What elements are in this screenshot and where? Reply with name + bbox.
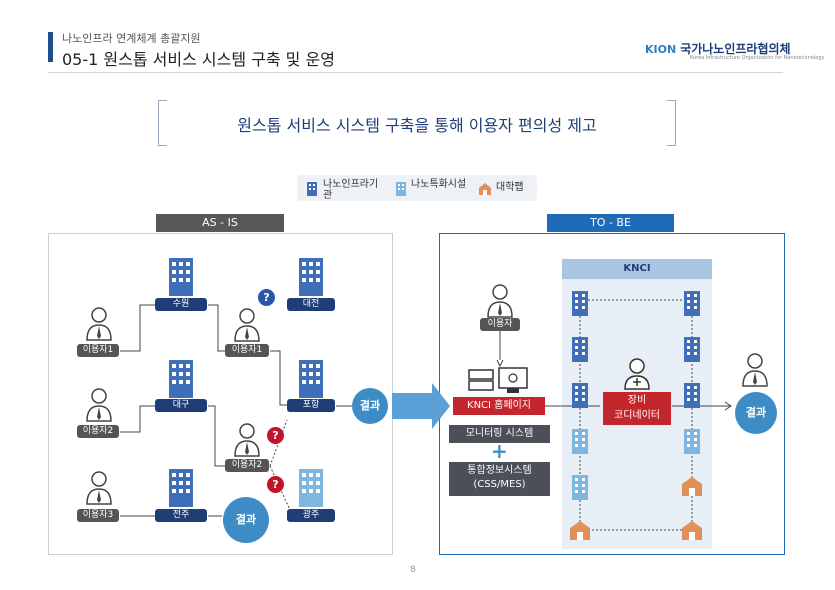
arrow-user-homepage [496,359,504,368]
knci-header: KNCI [562,259,712,279]
mid-user-badge-2: 이용자2 [225,459,269,472]
building-navy-icon [684,383,700,408]
main-title: 원스톱 서비스 시스템 구축을 통해 이용자 편의성 제고 [237,116,597,135]
building-navy-icon [169,360,193,398]
person-icon [487,284,513,318]
right-bracket [667,100,676,146]
person-icon [86,388,112,422]
legend-label-nano-facility: 나노특화시설 [411,179,467,190]
result-circle-jeonju: 결과 [223,497,269,543]
logo-subtitle: Korea Infrastructure Organization for Na… [690,55,825,61]
person-icon [742,353,768,387]
monitoring-system-box: 모니터링 시스템 [449,425,550,443]
line-user1-suwon [120,304,155,352]
mid-user-badge-1: 이용자1 [225,344,269,357]
logo-name: 국가나노인프라협의체 [680,42,791,56]
header-accent-bar [48,32,53,62]
user-badge-2: 이용자2 [77,425,119,438]
building-orange-icon [682,521,702,540]
line-user1b-pohang [270,350,287,406]
knci-homepage-box: KNCI 홈페이지 [453,397,545,415]
building-lightblue-icon [572,475,588,500]
tab-tobe: TO - BE [547,214,674,232]
building-navy-icon [299,360,323,398]
tab-asis: AS - IS [156,214,284,232]
legend-label-nano-infra: 나노인프라기관 [323,179,379,201]
building-navy-icon [169,469,193,507]
tobe-user-badge: 이용자 [480,318,520,331]
plus-icon: + [491,439,508,463]
question-icon: ? [267,427,284,444]
building-navy-icon [572,291,588,316]
building-orange-icon [479,183,491,195]
node-jeonju: 전주 [155,509,207,522]
header-subtitle: 나노인프라 연계체계 총괄지원 [62,32,201,45]
integrated-system-box: 통합정보시스템 (CSS/MES) [449,462,550,496]
person-icon [234,423,260,457]
building-navy-icon [684,337,700,362]
building-lightblue-icon [684,429,700,454]
line-daegu-user2b [208,405,225,467]
person-icon [234,308,260,342]
main-title-box: 원스톱 서비스 시스템 구축을 통해 이용자 편의성 제고 [158,100,676,146]
legend: 나노인프라기관 나노특화시설 대학팹 [297,175,537,201]
building-navy-icon [299,258,323,296]
legend-label-univ-fab: 대학팹 [496,182,524,193]
left-bracket [158,100,167,146]
building-lightblue-icon [299,469,323,507]
building-lightblue-icon [396,182,406,196]
node-daegu: 대구 [155,399,207,412]
coordinator-line2: 코디네이터 [614,410,660,421]
person-icon [86,307,112,341]
logo-mark: KION [645,43,677,56]
coordinator-person-icon [624,358,650,390]
user-badge-1: 이용자1 [77,344,119,357]
integrated-system-line2: (CSS/MES) [473,479,526,490]
result-circle-pohang: 결과 [352,388,388,424]
building-navy-icon [572,383,588,408]
building-lightblue-icon [572,429,588,454]
tobe-result-circle: 결과 [735,392,777,434]
line-suwon-user1b [208,304,225,352]
node-daejeon: 대전 [287,298,335,311]
user-badge-3: 이용자3 [77,509,119,522]
building-navy-icon [169,258,193,296]
building-navy-icon [684,291,700,316]
building-navy-icon [572,337,588,362]
arrow-to-result [724,401,732,411]
coordinator-line1: 장비 [627,395,647,406]
building-navy-icon [307,182,317,196]
question-icon: ? [258,289,275,306]
building-orange-icon [682,477,702,496]
node-pohang: 포항 [287,399,335,412]
transition-arrow [392,383,450,429]
equipment-coordinator-box: 장비 코디네이터 [603,392,671,425]
building-orange-icon [570,521,590,540]
server-monitor-icon [468,367,528,393]
node-gwangju: 광주 [287,509,335,522]
node-suwon: 수원 [155,298,207,311]
question-icon: ? [267,476,284,493]
integrated-system-line1: 통합정보시스템 [467,465,532,476]
header-divider [48,72,783,73]
page-title: 05-1 원스톱 서비스 시스템 구축 및 운영 [62,50,335,69]
person-icon [86,471,112,505]
line-user2-daegu [120,405,155,433]
page-number: 8 [410,565,416,575]
